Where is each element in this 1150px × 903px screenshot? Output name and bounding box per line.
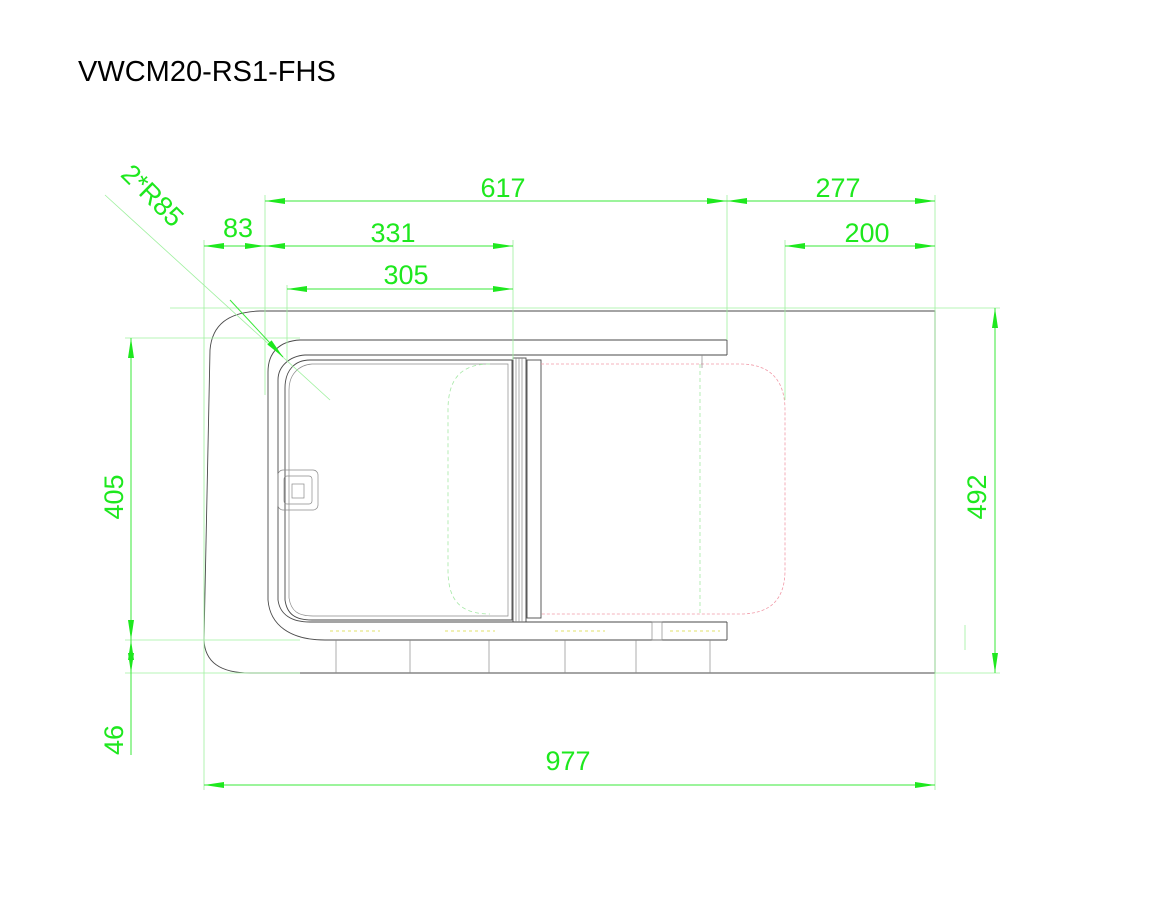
door-panel-left	[284, 359, 513, 621]
bottom-rollers	[330, 621, 720, 641]
dim-305: 305	[383, 260, 428, 290]
dim-83: 83	[223, 213, 253, 243]
dim-lines	[128, 198, 998, 788]
dim-277: 277	[815, 173, 860, 203]
cabin-outline	[203, 310, 936, 674]
drawing-title: VWCM20-RS1-FHS	[78, 56, 336, 88]
dim-200: 200	[844, 218, 889, 248]
dim-617: 617	[480, 173, 525, 203]
hidden-panel-right	[447, 355, 786, 615]
door-handle	[277, 469, 319, 511]
dim-331: 331	[370, 218, 415, 248]
dim-radius: 2*R85	[115, 158, 189, 232]
dim-46: 46	[99, 725, 129, 755]
dim-977: 977	[545, 746, 590, 776]
dim-405: 405	[99, 474, 129, 519]
door-frame-center	[512, 357, 542, 623]
dim-492: 492	[962, 474, 992, 519]
extension-lines	[104, 194, 1000, 790]
